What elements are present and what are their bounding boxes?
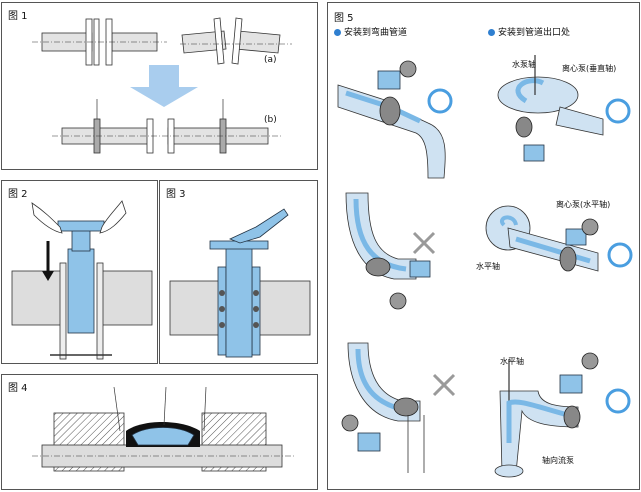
fig5-r3-right-ok-icon bbox=[605, 388, 631, 414]
fig5-right-header-text: 安装到管道出口处 bbox=[498, 28, 571, 38]
fig5-r3-shaft-label: 水平轴 bbox=[500, 357, 524, 366]
fig4-diagram bbox=[32, 386, 294, 472]
fig5-r3-pump-label: 轴向流泵 bbox=[542, 456, 574, 465]
bullet-dot-icon bbox=[488, 29, 495, 36]
fig5-r3-left-cross-icon bbox=[432, 373, 456, 397]
fig1-aligned-pipes bbox=[32, 18, 167, 66]
fig5-r2-shaft-label: 水平轴 bbox=[476, 262, 500, 271]
fig5-r3-left bbox=[341, 342, 425, 473]
fig5-r1-left-ok-icon bbox=[427, 88, 453, 114]
fig2-title: 图 2 bbox=[8, 189, 28, 200]
fig1-title: 图 1 bbox=[8, 11, 28, 22]
fig5-r2-right bbox=[485, 205, 599, 272]
bullet-dot-icon bbox=[334, 29, 341, 36]
fig2-diagram bbox=[11, 200, 153, 360]
fig1-label-a: (a) bbox=[264, 55, 277, 65]
fig1-misaligned-pipes bbox=[180, 17, 292, 65]
fig1-bottom-pipe bbox=[52, 99, 282, 154]
fig5-r2-left-cross-icon bbox=[412, 231, 436, 255]
fig5-r1-left bbox=[337, 60, 446, 179]
fig5-r2-pump-label: 离心泵(水平轴) bbox=[556, 200, 611, 209]
fig3-diagram bbox=[169, 208, 311, 358]
fig5-r2-right-ok-icon bbox=[607, 242, 633, 268]
fig5-r1-right-ok-icon bbox=[605, 98, 631, 124]
fig4-panel: 图 4 bbox=[1, 374, 318, 490]
fig5-r1-pump-label: 离心泵(垂直轴) bbox=[562, 64, 617, 73]
fig3-title: 图 3 bbox=[166, 189, 186, 200]
fig2-panel: 图 2 bbox=[1, 180, 158, 364]
fig5-r3-right bbox=[494, 352, 599, 478]
fig1-down-arrow bbox=[130, 65, 198, 107]
fig1-label-b: (b) bbox=[264, 115, 277, 125]
fig5-left-header: 安装到弯曲管道 bbox=[334, 25, 407, 38]
fig5-r2-left bbox=[345, 192, 431, 310]
fig5-diagram bbox=[337, 55, 633, 478]
fig5-title: 图 5 bbox=[334, 13, 354, 24]
fig1-panel: 图 1 bbox=[1, 2, 318, 170]
fig5-r1-shaft-label: 水泵轴 bbox=[512, 60, 536, 69]
fig4-title: 图 4 bbox=[8, 383, 28, 394]
fig5-right-header: 安装到管道出口处 bbox=[488, 25, 570, 38]
fig1-diagram bbox=[32, 17, 292, 154]
fig5-left-header-text: 安装到弯曲管道 bbox=[344, 28, 408, 38]
fig3-panel: 图 3 bbox=[159, 180, 318, 364]
fig5-r1-right bbox=[497, 55, 604, 162]
fig5-panel: 图 5 安装到弯曲管道 安装到管道出口处 bbox=[327, 2, 640, 490]
